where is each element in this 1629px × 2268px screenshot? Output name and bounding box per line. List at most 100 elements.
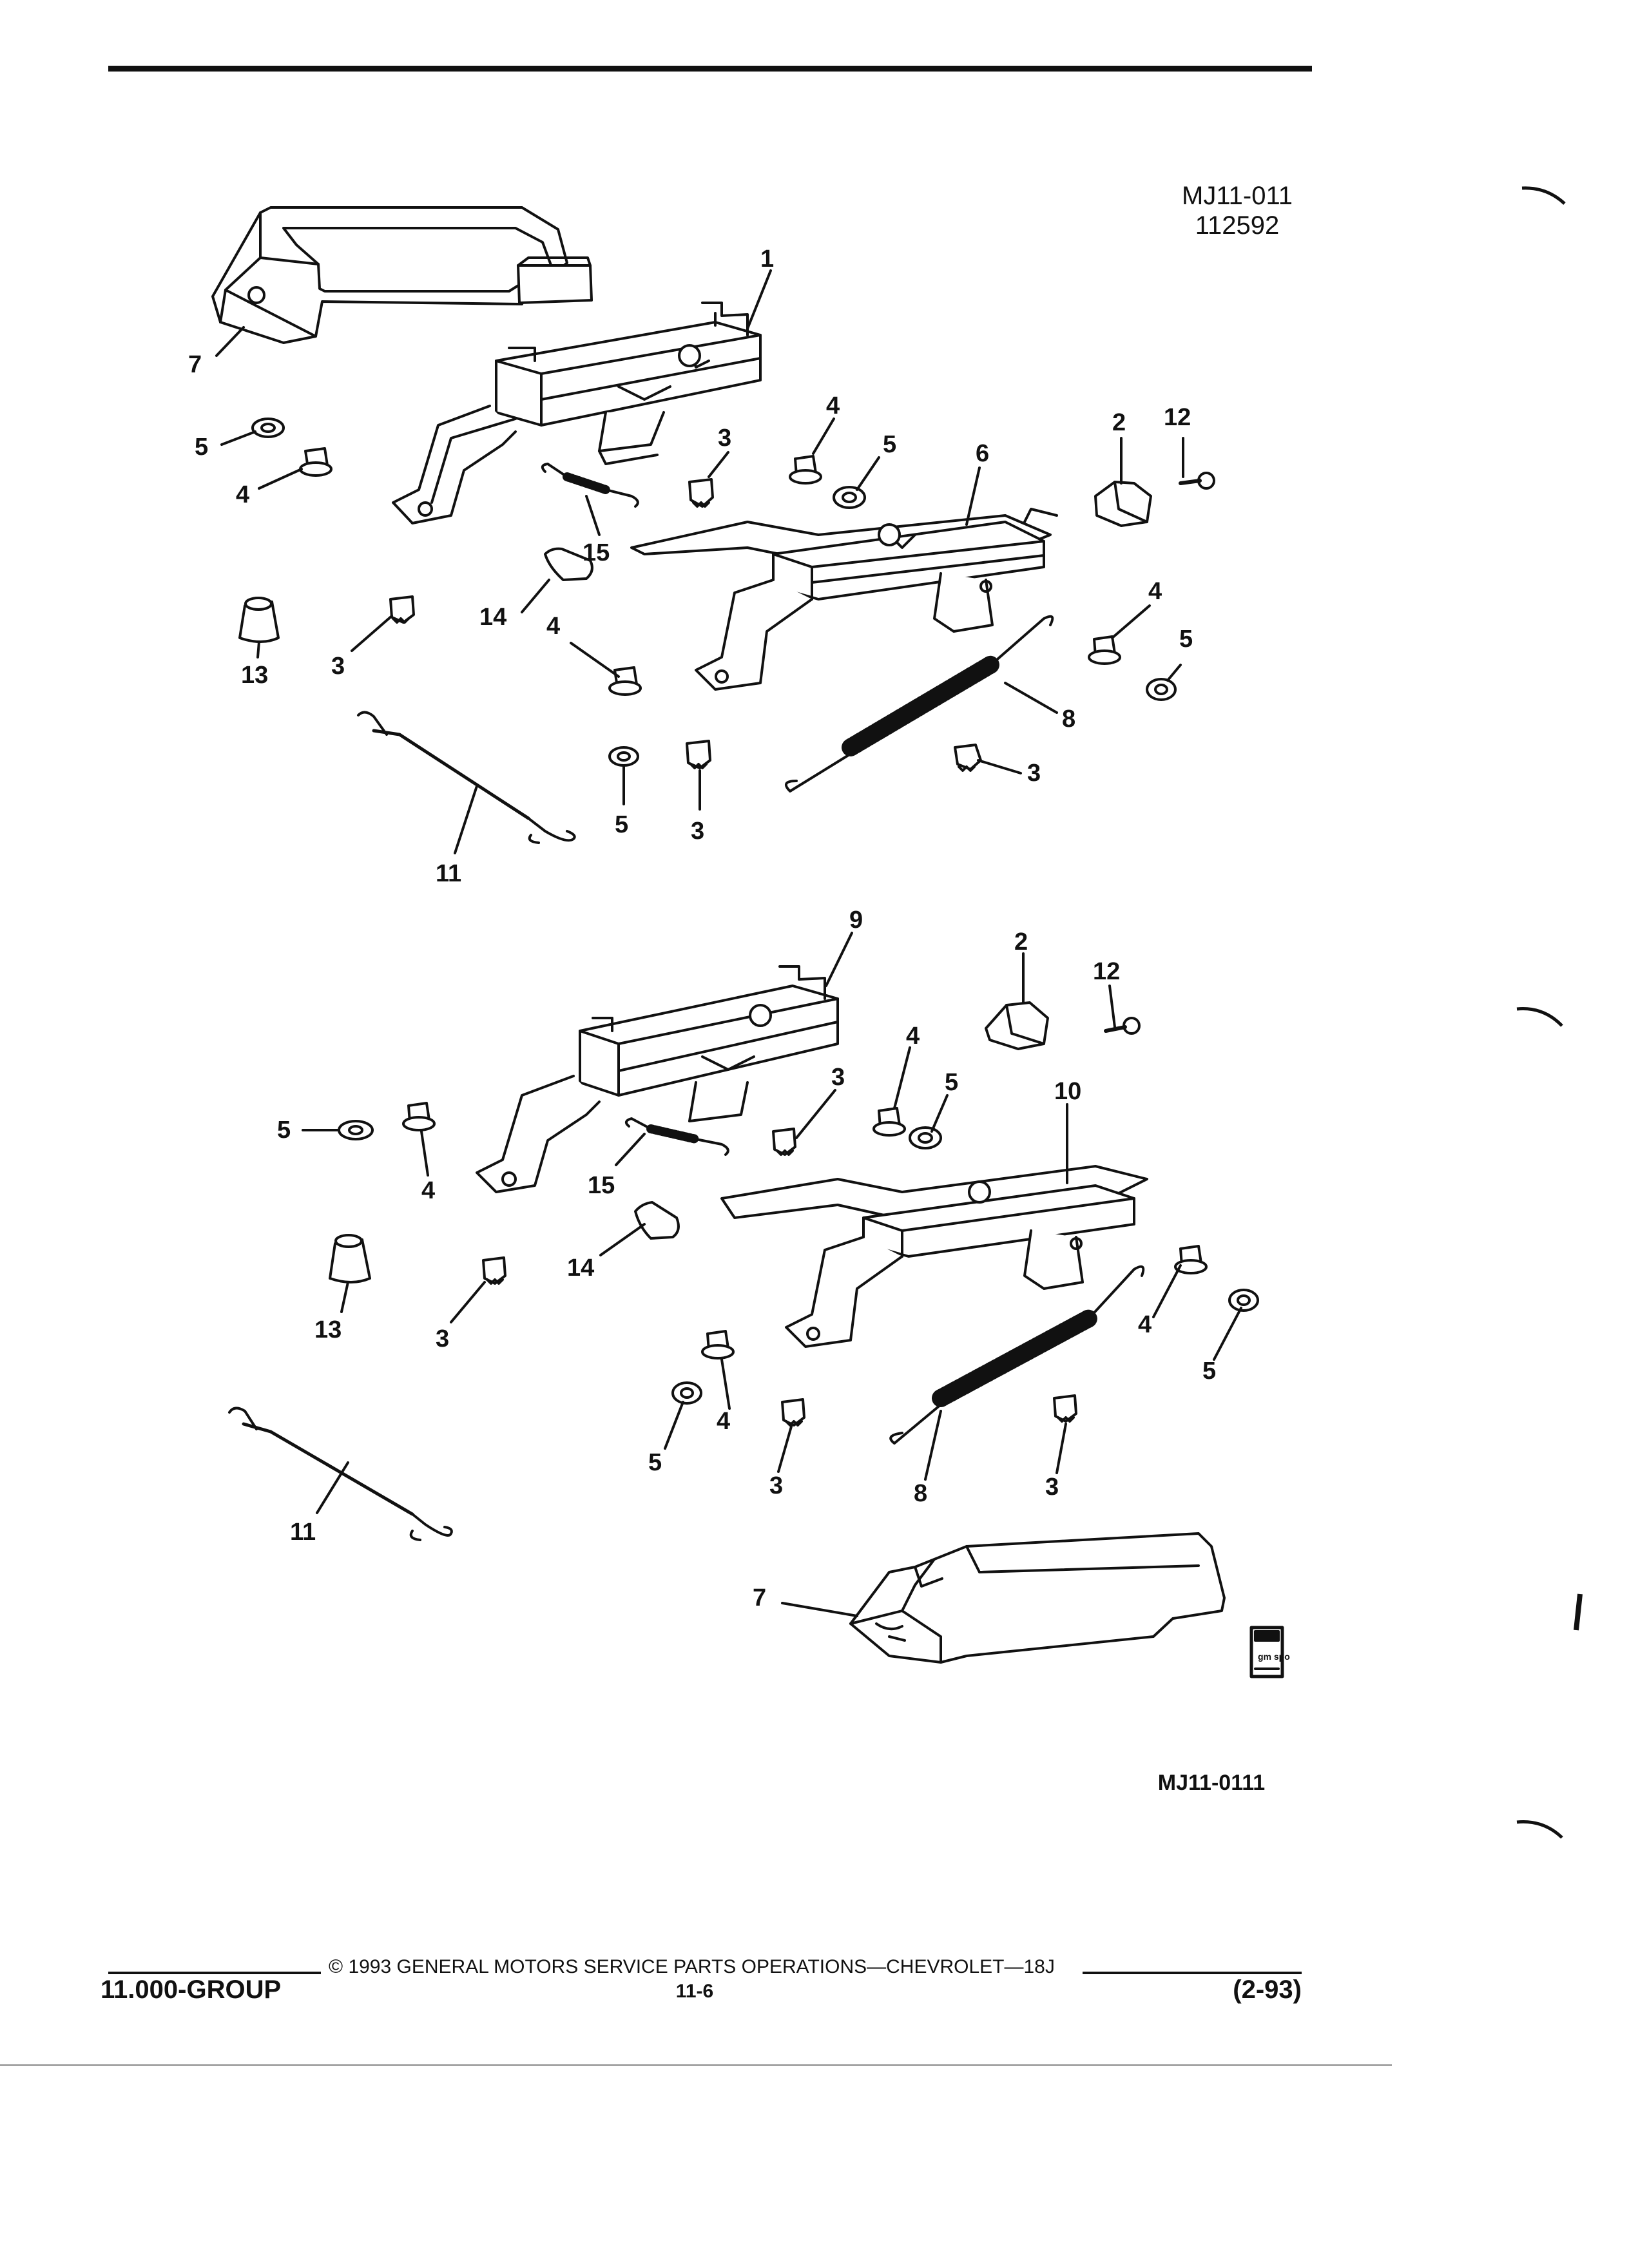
part-14-bumper-upper <box>544 547 593 581</box>
top-rule <box>108 66 1312 72</box>
callout-5: 5 <box>883 431 896 458</box>
part-3-nut <box>688 478 714 508</box>
figure-id: MJ11-011 <box>1182 182 1293 210</box>
callout-8: 8 <box>1062 706 1075 733</box>
part-15-spring-lower <box>624 1117 729 1156</box>
callout-5: 5 <box>945 1069 958 1096</box>
callout-4: 4 <box>421 1177 435 1204</box>
part-10-adjuster-track <box>720 1165 1148 1348</box>
callout-1: 1 <box>760 245 774 273</box>
part-8-spring-lower <box>889 1265 1145 1445</box>
callout-3: 3 <box>831 1064 845 1091</box>
callout-4: 4 <box>236 481 249 508</box>
part-3-nut <box>389 595 415 624</box>
part-8-spring-upper <box>784 615 1054 793</box>
part-4-flange-nut <box>701 1330 735 1360</box>
callout-4: 4 <box>826 392 840 419</box>
callout-13: 13 <box>241 662 268 689</box>
scan-edge-line <box>0 2064 1392 2066</box>
callout-12: 12 <box>1164 404 1191 431</box>
callout-8: 8 <box>914 1480 927 1507</box>
callout-15: 15 <box>588 1172 615 1199</box>
footer-rule-right <box>1083 1972 1302 1974</box>
callout-4: 4 <box>1148 578 1162 605</box>
part-3-nut <box>781 1398 805 1427</box>
part-3-nut <box>686 740 711 769</box>
part-3-nut <box>1053 1394 1077 1423</box>
part-13-stop-lower <box>329 1234 371 1283</box>
part-4-flange-nut <box>872 1107 906 1137</box>
callout-2: 2 <box>1112 409 1126 436</box>
part-14-bumper-lower <box>634 1201 680 1240</box>
callout-5: 5 <box>1202 1358 1216 1385</box>
footer-group: 11.000-GROUP <box>101 1975 282 2004</box>
callout-6: 6 <box>976 440 989 467</box>
part-4-flange-nut <box>608 666 642 696</box>
callout-4: 4 <box>1138 1311 1152 1338</box>
part-7-cover-upper <box>211 206 593 344</box>
callout-4: 4 <box>546 613 560 640</box>
part-4-flange-nut <box>299 447 333 477</box>
callout-11: 11 <box>436 860 461 887</box>
leader-lines <box>215 269 1184 854</box>
part-3-nut <box>954 744 982 772</box>
part-4-flange-nut <box>1088 635 1121 665</box>
callout-9: 9 <box>849 907 863 934</box>
leader-lines <box>302 932 1242 1617</box>
callout-7: 7 <box>188 351 202 378</box>
callout-5: 5 <box>195 434 208 461</box>
part-5-washer <box>909 1126 942 1149</box>
gm-spo-logo <box>1249 1626 1284 1678</box>
figure-date-code: 112592 <box>1195 211 1280 240</box>
callout-5: 5 <box>277 1117 291 1144</box>
callout-3: 3 <box>718 425 731 452</box>
part-5-washer <box>833 486 866 509</box>
part-3-nut <box>772 1128 796 1156</box>
callout-3: 3 <box>1027 760 1041 787</box>
footer-rule-left <box>108 1972 321 1974</box>
callout-2: 2 <box>1014 928 1028 956</box>
footer-page-number: 11-6 <box>675 1981 714 2002</box>
gm-spo-logo-text: gm spo <box>1258 1651 1290 1662</box>
part-6-adjuster-track <box>630 508 1058 691</box>
part-11-cable-upper <box>357 711 576 844</box>
footer-revision: (2-93) <box>1233 1975 1302 2004</box>
callout-15: 15 <box>583 539 610 566</box>
callout-5: 5 <box>1179 626 1193 653</box>
part-4-flange-nut <box>402 1102 436 1131</box>
callout-11: 11 <box>290 1519 316 1546</box>
part-15-spring-upper <box>541 463 639 508</box>
footer-copyright: © 1993 GENERAL MOTORS SERVICE PARTS OPER… <box>329 1956 1055 1977</box>
part-5-washer <box>608 746 639 767</box>
part-12-screw-upper <box>1179 472 1215 490</box>
callout-5: 5 <box>648 1449 662 1476</box>
callout-14: 14 <box>567 1254 594 1282</box>
part-4-flange-nut <box>1174 1245 1208 1274</box>
callout-3: 3 <box>331 653 345 680</box>
part-3-nut <box>482 1256 506 1285</box>
callout-14: 14 <box>479 604 506 631</box>
callout-3: 3 <box>436 1325 449 1352</box>
part-5-washer <box>1228 1289 1259 1312</box>
callout-4: 4 <box>906 1023 920 1050</box>
part-12-screw-lower <box>1104 1017 1141 1035</box>
part-2-clip-lower <box>985 1001 1049 1050</box>
part-1-adjuster-track <box>392 302 762 524</box>
part-7-cover-lower <box>849 1532 1226 1664</box>
figure-bottom-code: MJ11-0111 <box>1157 1771 1266 1795</box>
part-4-flange-nut <box>789 455 822 485</box>
part-2-clip-upper <box>1094 481 1152 527</box>
part-11-cable-lower <box>228 1407 453 1541</box>
callout-10: 10 <box>1054 1078 1081 1105</box>
callout-3: 3 <box>769 1472 783 1499</box>
part-5-washer <box>1146 678 1177 701</box>
callout-12: 12 <box>1093 958 1120 985</box>
callout-13: 13 <box>314 1316 342 1343</box>
callout-4: 4 <box>717 1408 730 1435</box>
part-13-stop-upper <box>238 597 280 643</box>
callout-3: 3 <box>1045 1474 1059 1501</box>
part-5-washer <box>251 418 285 438</box>
callout-3: 3 <box>691 818 704 845</box>
